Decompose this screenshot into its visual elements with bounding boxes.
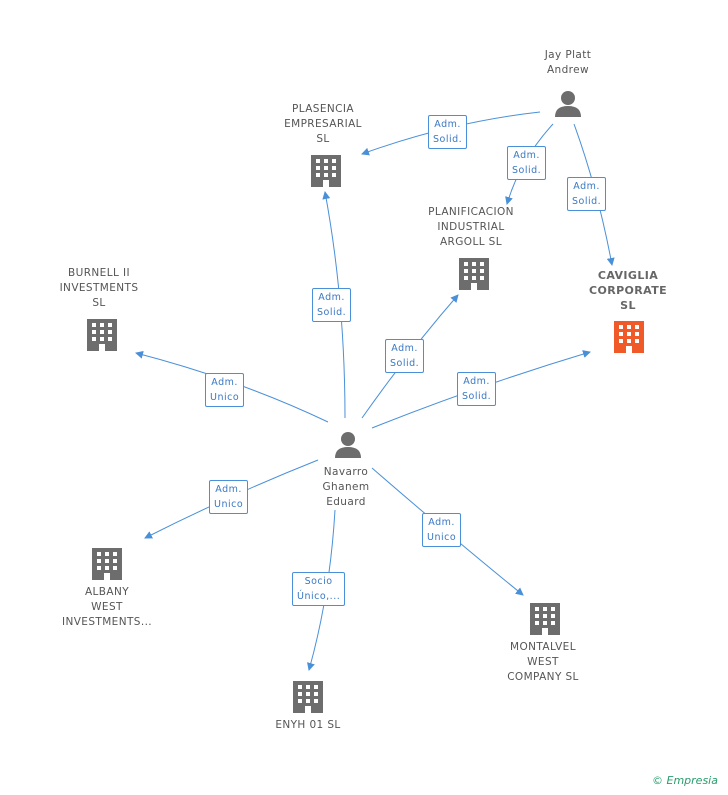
person-label-jay[interactable]: Jay Platt Andrew — [544, 49, 592, 76]
building-icon-enyh[interactable] — [293, 681, 323, 713]
edge-label-jay-planificacion[interactable]: Adm. Solid. — [507, 146, 547, 180]
company-label-albany[interactable]: ALBANY WEST INVESTMENTS... — [61, 586, 153, 628]
company-label-enyh[interactable]: ENYH 01 SL — [275, 719, 341, 731]
company-label-plasencia[interactable]: PLASENCIA EMPRESARIAL SL — [284, 103, 362, 145]
building-icon-caviglia[interactable] — [614, 321, 644, 353]
company-label-burnell[interactable]: BURNELL II INVESTMENTS SL — [59, 267, 139, 309]
building-icon-montalvel[interactable] — [530, 603, 560, 635]
person-icon-jay[interactable] — [555, 91, 581, 117]
person-label-navarro[interactable]: Navarro Ghanem Eduard — [322, 466, 370, 508]
edge-label-jay-caviglia[interactable]: Adm. Solid. — [567, 177, 607, 211]
edge-label-navarro-albany[interactable]: Adm. Unico — [209, 480, 249, 514]
building-icon-albany[interactable] — [92, 548, 122, 580]
person-icon-navarro[interactable] — [335, 432, 361, 458]
edge-label-navarro-plasencia[interactable]: Adm. Solid. — [312, 288, 352, 322]
edge-label-navarro-planificacion[interactable]: Adm. Solid. — [385, 339, 425, 373]
building-icon-plasencia[interactable] — [311, 155, 341, 187]
edge-label-navarro-burnell[interactable]: Adm. Unico — [205, 373, 245, 407]
edge-label-jay-plasencia[interactable]: Adm. Solid. — [428, 115, 468, 149]
edge-label-navarro-enyh[interactable]: Socio Único,... — [292, 572, 346, 606]
brand-name: Empresia — [666, 774, 718, 787]
company-label-caviglia[interactable]: CAVIGLIA CORPORATE SL — [588, 269, 668, 312]
edge-label-navarro-montalvel[interactable]: Adm. Unico — [422, 513, 462, 547]
company-label-montalvel[interactable]: MONTALVEL WEST COMPANY SL — [507, 641, 579, 683]
copyright-watermark: © Empresia — [652, 774, 718, 787]
company-label-planificacion[interactable]: PLANIFICACION INDUSTRIAL ARGOLL SL — [428, 206, 514, 248]
building-icon-planificacion[interactable] — [459, 258, 489, 290]
building-icon-burnell[interactable] — [87, 319, 117, 351]
edge-label-navarro-caviglia[interactable]: Adm. Solid. — [457, 372, 497, 406]
copyright-symbol: © — [652, 774, 663, 787]
